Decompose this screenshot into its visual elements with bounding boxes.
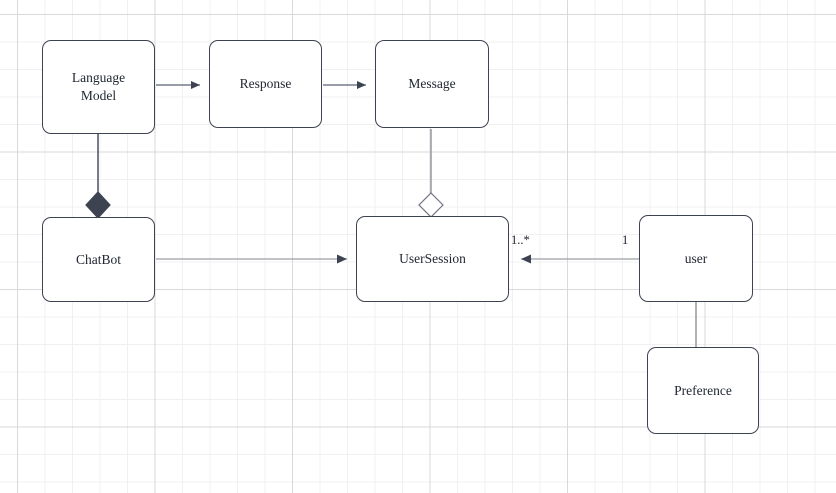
edge-message-to-usersession <box>418 129 444 218</box>
edge-label-multiplicity-user: 1 <box>622 233 629 247</box>
node-language-model[interactable]: Language Model <box>42 40 155 134</box>
node-chatbot[interactable]: ChatBot <box>42 217 155 302</box>
node-message[interactable]: Message <box>375 40 489 128</box>
node-label-response: Response <box>239 76 292 92</box>
node-label-usersession: UserSession <box>399 251 466 267</box>
hollow-diamond-icon <box>418 192 444 218</box>
node-label-user: user <box>684 250 708 266</box>
node-user[interactable]: user <box>639 215 753 302</box>
node-usersession[interactable]: UserSession <box>356 216 509 302</box>
node-response[interactable]: Response <box>209 40 322 128</box>
filled-diamond-icon <box>85 191 111 219</box>
node-preference[interactable]: Preference <box>647 347 759 434</box>
node-label-language-model: Language Model <box>71 70 126 103</box>
node-label-chatbot: ChatBot <box>75 251 121 267</box>
node-label-message: Message <box>408 76 456 92</box>
node-label-preference: Preference <box>674 382 732 398</box>
edge-language-model-to-chatbot <box>85 134 111 219</box>
edge-label-multiplicity-usersession: 1..* <box>511 233 530 247</box>
